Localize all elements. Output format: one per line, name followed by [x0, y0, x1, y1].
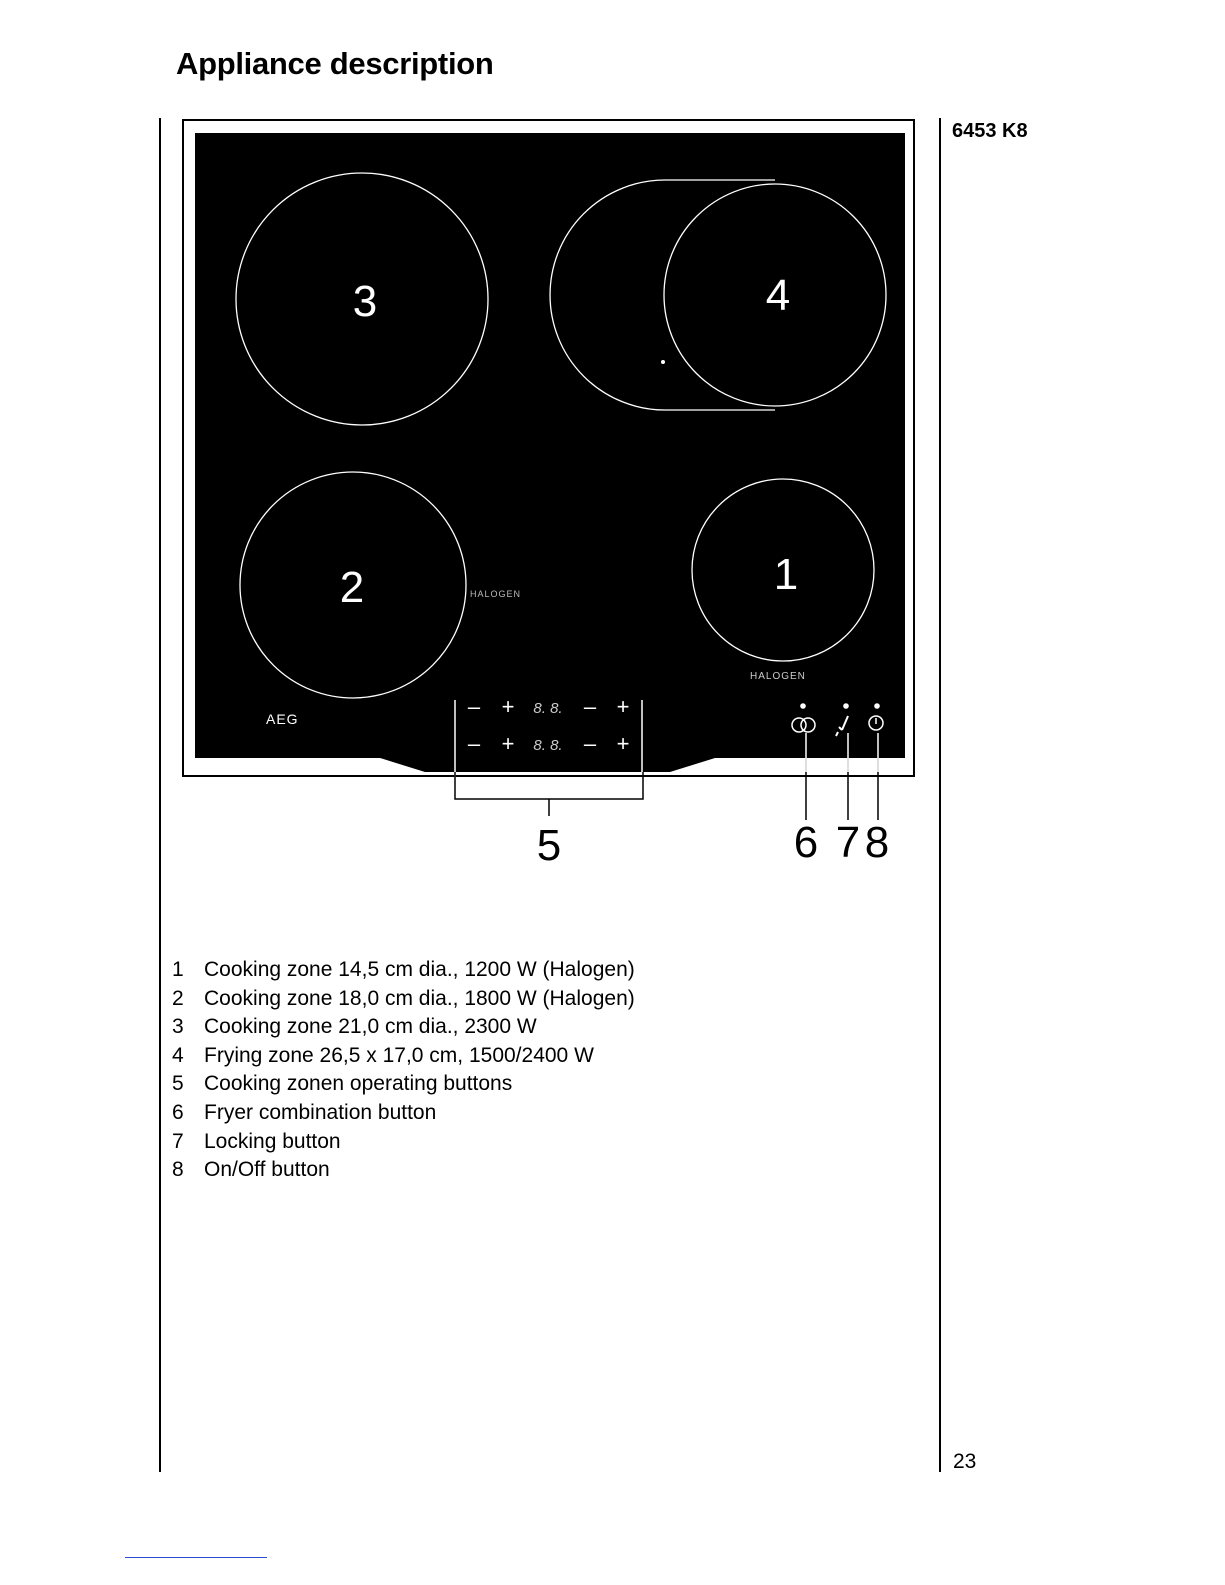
plus-button-left[interactable]: +: [502, 731, 515, 756]
frying-zone-4-outline: [549, 179, 775, 411]
legend-text: Frying zone 26,5 x 17,0 cm, 1500/2400 W: [204, 1043, 594, 1067]
legend-number: 8: [172, 1158, 184, 1182]
display-front: 8. 8.: [533, 700, 562, 717]
legend-text: On/Off button: [204, 1158, 330, 1182]
halogen-label-zone-1: HALOGEN: [750, 671, 806, 682]
minus-button-rear[interactable]: –: [584, 694, 597, 719]
legend-number: 2: [172, 986, 184, 1010]
minus-button-left[interactable]: –: [468, 731, 481, 756]
zone-label-3: 3: [353, 277, 377, 326]
locking-button[interactable]: [835, 703, 849, 737]
callout-label-6: 6: [794, 818, 818, 867]
legend-item: 4 Frying zone 26,5 x 17,0 cm, 1500/2400 W: [172, 1042, 635, 1071]
legend-text: Cooking zone 18,0 cm dia., 1800 W (Halog…: [204, 986, 635, 1010]
hob-frame: [182, 119, 915, 777]
legend-item: 8 On/Off button: [172, 1156, 635, 1185]
left-margin-rule: [159, 118, 161, 1472]
minus-button-front[interactable]: –: [468, 694, 481, 719]
zone-label-4: 4: [766, 271, 790, 320]
page-number: 23: [953, 1450, 977, 1473]
legend-item: 5 Cooking zonen operating buttons: [172, 1070, 635, 1099]
legend-number: 7: [172, 1129, 184, 1153]
power-icon: [868, 715, 884, 731]
on-off-button[interactable]: [868, 703, 884, 731]
display-left: 8. 8.: [533, 737, 562, 754]
callout-label-7: 7: [836, 818, 860, 867]
callout-bracket-5: [454, 772, 644, 816]
legend-item: 3 Cooking zone 21,0 cm dia., 2300 W: [172, 1013, 635, 1042]
cooking-zone-1: [691, 478, 875, 662]
hob-diagram: 3 4 2 HALOGEN 1 HALOGEN AEG – + 8. 8. – …: [182, 119, 915, 870]
footer-rule: [125, 1557, 267, 1558]
callout-label-5: 5: [537, 821, 561, 870]
key-icon: [835, 715, 849, 737]
plus-button-front[interactable]: +: [502, 694, 515, 719]
zone-label-2: 2: [340, 563, 364, 612]
legend-text: Cooking zonen operating buttons: [204, 1072, 513, 1096]
plus-button-rear[interactable]: +: [617, 694, 630, 719]
cooking-zone-2: [239, 471, 467, 699]
legend-item: 7 Locking button: [172, 1128, 635, 1157]
model-number: 6453 K8: [952, 120, 1028, 142]
legend-item: 2 Cooking zone 18,0 cm dia., 1800 W (Halo…: [172, 985, 635, 1014]
halogen-label-zone-2: HALOGEN: [470, 589, 521, 599]
minus-button-right[interactable]: –: [584, 731, 597, 756]
right-margin-rule: [939, 118, 941, 1472]
page-title: Appliance description: [176, 46, 494, 81]
callout-label-8: 8: [865, 818, 889, 867]
zone-label-1: 1: [774, 550, 798, 599]
legend-number: 3: [172, 1015, 184, 1039]
frying-zone-marker: [661, 360, 665, 364]
legend-number: 5: [172, 1072, 184, 1096]
plus-button-right[interactable]: +: [617, 731, 630, 756]
legend-text: Fryer combination button: [204, 1100, 437, 1124]
brand-logo: AEG: [266, 711, 299, 727]
legend-text: Locking button: [204, 1129, 341, 1153]
legend-number: 1: [172, 958, 184, 981]
component-legend: 1 Cooking zone 14,5 cm dia., 1200 W (Halo…: [172, 956, 635, 1185]
cooking-zone-3: [235, 172, 489, 426]
legend-number: 6: [172, 1100, 184, 1124]
legend-text: Cooking zone 21,0 cm dia., 2300 W: [204, 1015, 537, 1039]
legend-text: Cooking zone 14,5 cm dia., 1200 W (Halog…: [204, 958, 635, 981]
fryer-combination-button[interactable]: [791, 703, 816, 733]
legend-item: 6 Fryer combination button: [172, 1099, 635, 1128]
cooking-zone-4: [663, 183, 887, 407]
hob-glass-surface: [195, 133, 905, 772]
legend-item: 1 Cooking zone 14,5 cm dia., 1200 W (Halo…: [172, 956, 635, 985]
legend-number: 4: [172, 1043, 184, 1067]
